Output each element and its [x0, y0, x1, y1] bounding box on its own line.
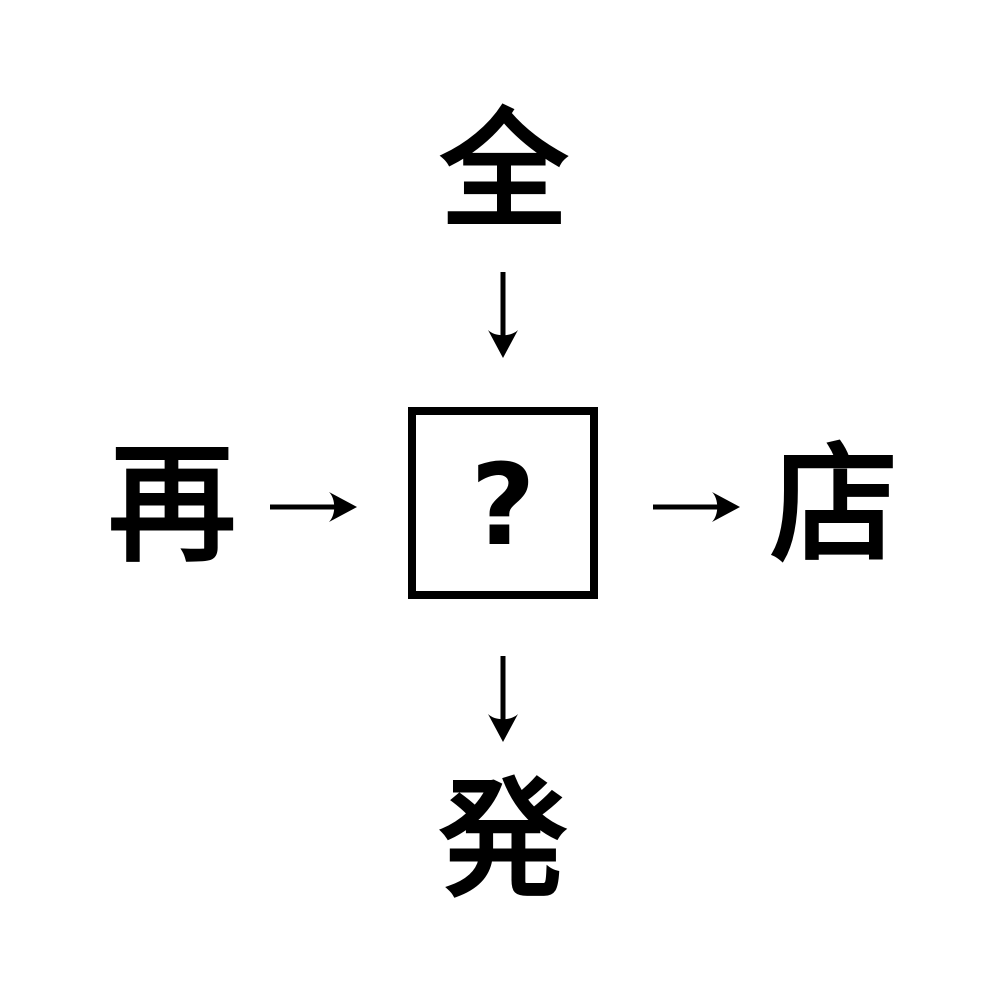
down-arrow-icon [488, 656, 518, 742]
answer-box: ? [408, 407, 598, 599]
question-mark: ? [470, 441, 536, 571]
kanji-top: 全 [439, 97, 568, 246]
kanji-bottom: 発 [438, 766, 567, 915]
right-arrow-icon [270, 492, 357, 522]
kanji-left: 再 [107, 431, 236, 580]
kanji-right: 店 [769, 431, 898, 580]
down-arrow-icon [488, 272, 518, 358]
right-arrow-icon [653, 492, 740, 522]
